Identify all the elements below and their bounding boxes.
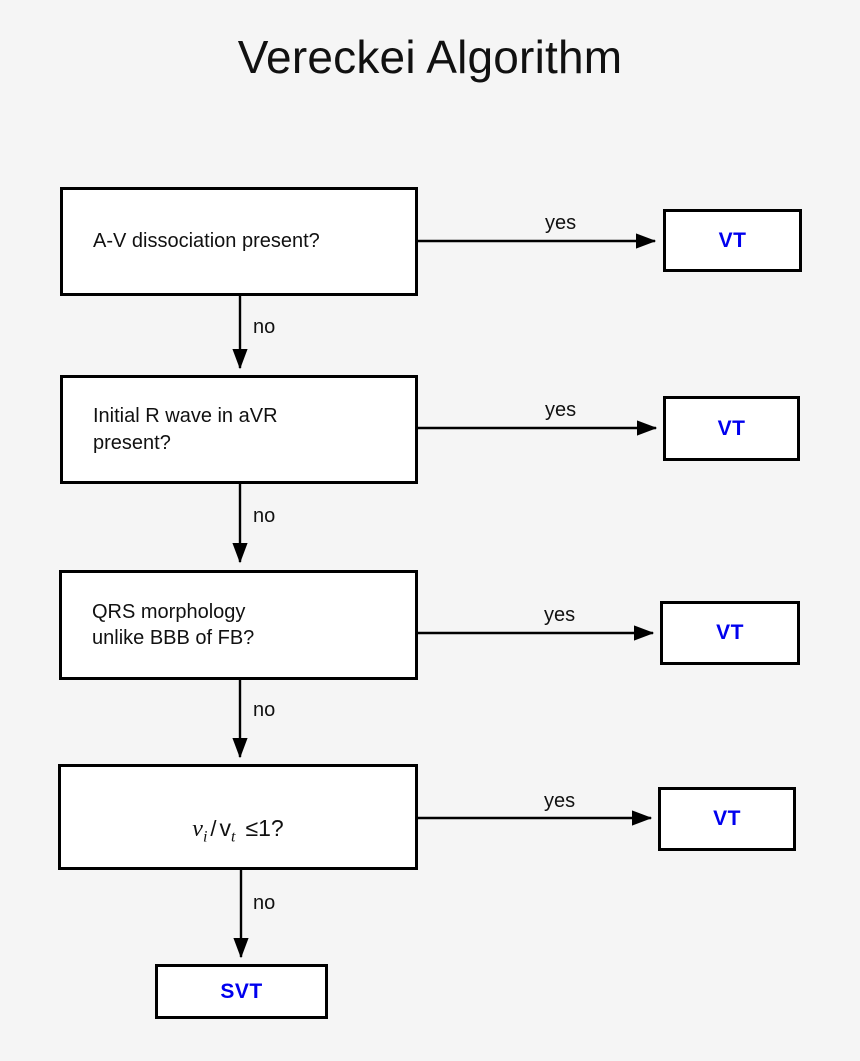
formula-sub-i: i [202, 828, 208, 846]
vi-vt-formula: vi/vt≤1? [192, 814, 284, 846]
decision-node-vi-vt-ratio-label: vi/vt≤1? [61, 786, 415, 847]
terminal-node-vt-2-label: VT [717, 416, 746, 440]
decision-node-av-dissociation[interactable]: A-V dissociation present? [60, 187, 418, 296]
terminal-node-vt-3-label: VT [716, 621, 744, 644]
decision-node-initial-r-wave-avr[interactable]: Initial R wave in aVR present? [60, 375, 418, 484]
decision-node-av-dissociation-label: A-V dissociation present? [93, 230, 320, 253]
edge-label-yes-4: yes [544, 790, 576, 812]
edge-label-no-1: no [253, 316, 276, 338]
edge-label-yes-2: yes [545, 399, 577, 421]
formula-sub-t: t [231, 828, 236, 846]
edge-label-no-2: no [253, 505, 276, 527]
edge-label-yes-3: yes [544, 604, 576, 626]
decision-node-vi-vt-ratio[interactable]: vi/vt≤1? [58, 764, 418, 870]
formula-v1: v [192, 815, 203, 842]
edge-label-no-4: no [253, 892, 276, 914]
terminal-node-vt-4[interactable]: VT [658, 787, 796, 851]
decision-node-qrs-morphology[interactable]: QRS morphology unlike BBB of FB? [59, 570, 418, 680]
formula-slash: / [210, 815, 217, 841]
decision-node-qrs-morphology-label: QRS morphology unlike BBB of FB? [92, 600, 255, 649]
terminal-node-vt-1[interactable]: VT [663, 209, 802, 272]
terminal-node-vt-4-label: VT [713, 807, 741, 830]
edge-label-no-3: no [253, 699, 276, 721]
edge-label-yes-1: yes [545, 212, 577, 234]
formula-v2: v [219, 814, 232, 841]
page-title: Vereckei Algorithm [237, 31, 623, 83]
terminal-node-svt-label: SVT [220, 979, 263, 1003]
terminal-node-vt-3[interactable]: VT [660, 601, 800, 665]
formula-compare: ≤1? [245, 814, 284, 841]
terminal-node-svt[interactable]: SVT [155, 964, 328, 1019]
terminal-node-vt-1-label: VT [718, 228, 747, 252]
terminal-node-vt-2[interactable]: VT [663, 396, 800, 461]
decision-node-initial-r-wave-avr-label: Initial R wave in aVR present? [93, 405, 278, 454]
